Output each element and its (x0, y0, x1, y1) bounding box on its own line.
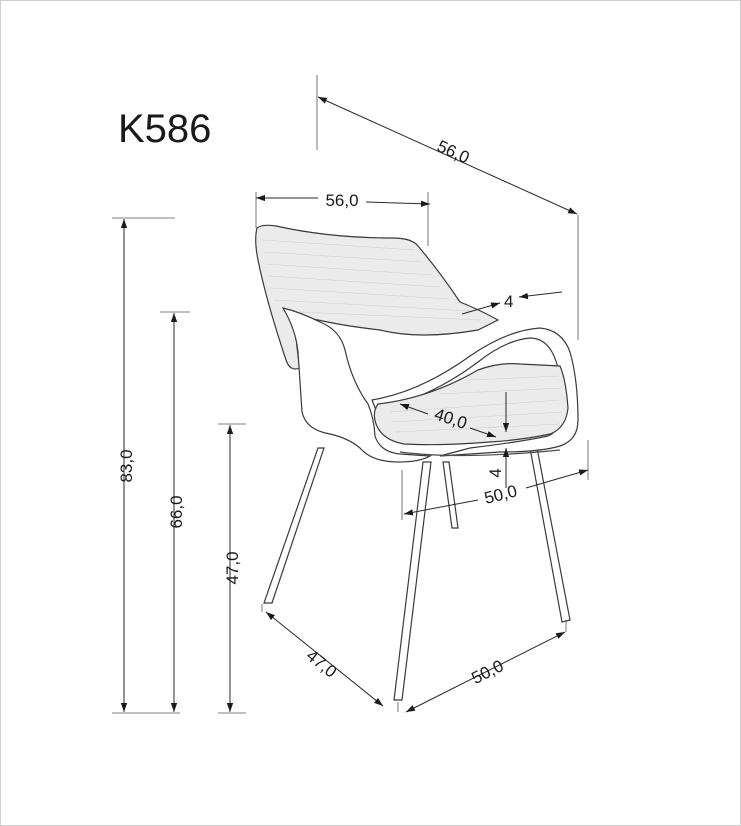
backrest (255, 224, 500, 370)
seat-texture (389, 375, 563, 433)
armrest-shell (371, 327, 579, 457)
dim-line-seat-width-left (403, 499, 479, 516)
dim-line-base-width (405, 631, 566, 713)
label-seat-height: 47,0 (223, 551, 242, 584)
label-armrest-thickness: 4 (504, 292, 513, 311)
dim-line-seat-width-right (525, 469, 589, 489)
seat-underside (399, 449, 561, 457)
dim-line-seat-depth (399, 403, 429, 415)
label-width-top: 56,0 (325, 191, 358, 210)
back-right-leg (442, 461, 459, 529)
label-depth-top: 56,0 (434, 137, 472, 168)
dim-line-armrest-right (518, 291, 563, 300)
label-armrest-height: 66,0 (167, 495, 186, 528)
back-left-leg (263, 447, 325, 604)
label-total-height: 83,0 (117, 449, 136, 482)
front-right-leg (529, 447, 571, 623)
dim-line-width-top-right (365, 200, 431, 207)
chair-illustration (255, 224, 579, 701)
front-left-leg (393, 461, 432, 701)
seat-cushion (373, 363, 569, 446)
label-base-depth: 47,0 (303, 646, 341, 682)
backrest-texture (261, 239, 481, 321)
label-base-width: 50,0 (468, 656, 506, 688)
dim-line-seat-depth-right (469, 427, 497, 438)
label-seat-width: 50,0 (482, 481, 519, 507)
model-title: K586 (118, 107, 211, 151)
dim-line-armrest-left (461, 302, 501, 315)
label-seat-thickness: 4 (486, 468, 505, 477)
left-wooden-frame (281, 307, 432, 463)
dim-line-base-depth (265, 611, 384, 707)
dim-line-depth-top (317, 96, 578, 215)
